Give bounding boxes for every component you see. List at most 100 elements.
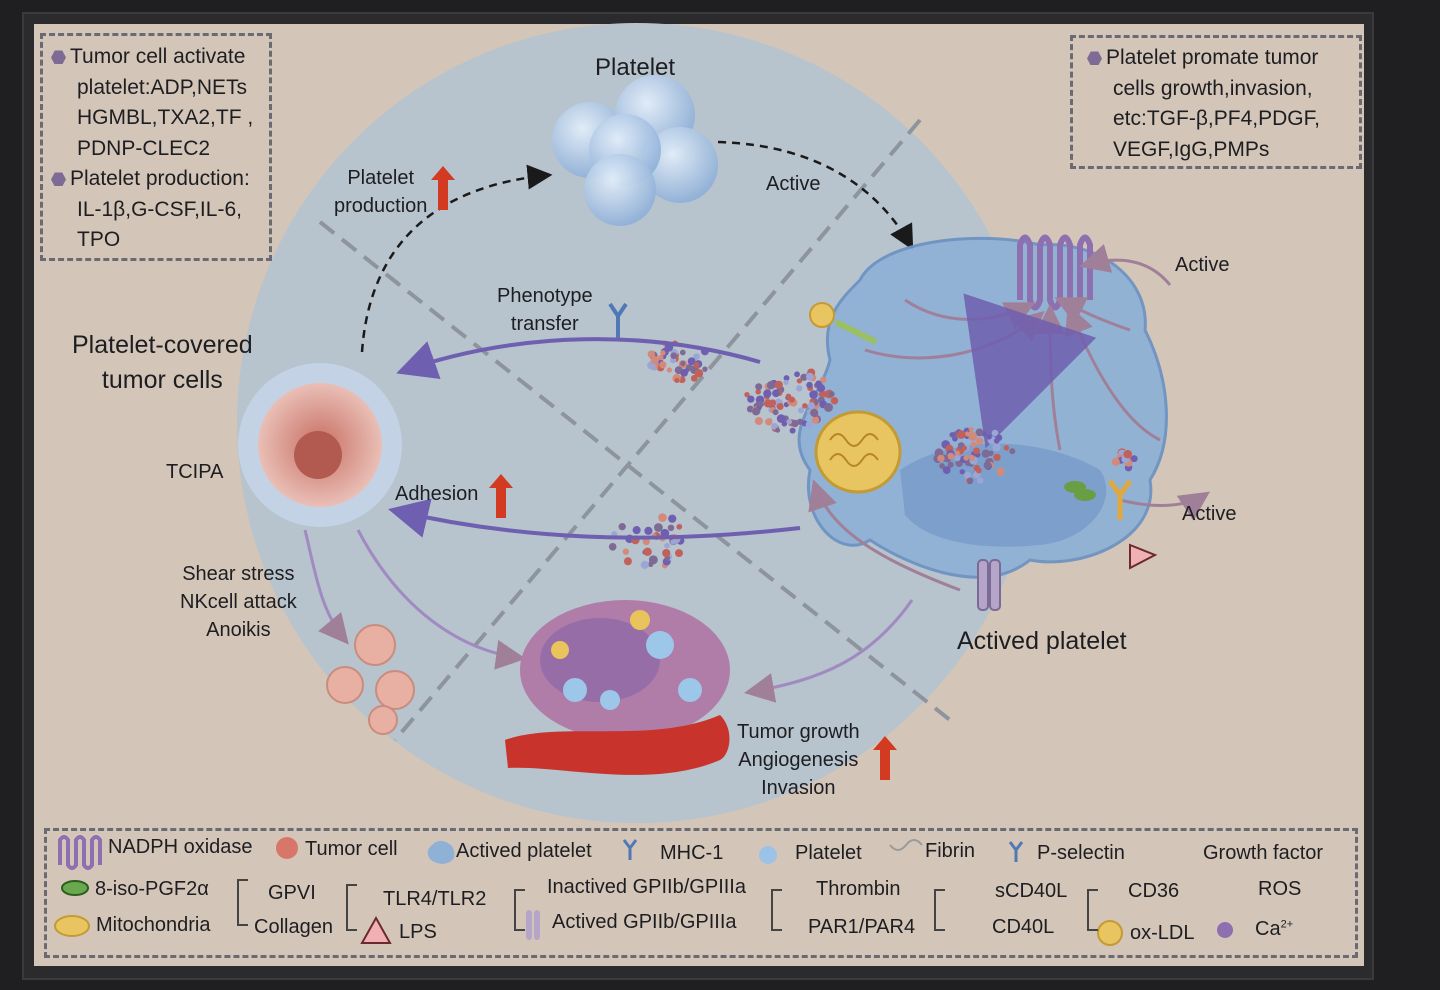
particle — [977, 477, 984, 484]
particle — [952, 435, 958, 442]
particle — [788, 396, 795, 403]
particle — [815, 380, 822, 387]
particle — [755, 383, 763, 391]
legend-cd36: CD36 — [1128, 880, 1180, 902]
lps-icon — [1129, 543, 1158, 570]
label-line: production — [334, 195, 428, 217]
label-line: tumor cells — [101, 366, 223, 394]
mitochondria — [814, 410, 902, 494]
legend-cd40l: CD40L — [992, 916, 1055, 938]
particle — [662, 548, 671, 558]
actived-platelet-label: Actived platelet — [957, 627, 1127, 655]
particle — [795, 385, 803, 392]
particle — [797, 407, 805, 414]
particle — [776, 402, 784, 411]
particle — [954, 455, 961, 462]
legend-par: PAR1/PAR4 — [808, 916, 916, 938]
particle — [632, 526, 641, 535]
increase-arrows — [431, 166, 897, 780]
legend-tumor-cell: Tumor cell — [305, 838, 398, 860]
box-line: VEGF,IgG,PMPs — [1113, 137, 1270, 161]
legend-box — [44, 828, 1358, 958]
particle — [666, 367, 673, 373]
particle — [810, 408, 819, 417]
legend-icons — [54, 835, 1233, 946]
particle — [690, 374, 698, 382]
legend-actived-platelet: Actived platelet — [456, 840, 592, 862]
particle — [783, 379, 789, 385]
active-arrow — [717, 140, 914, 251]
platelet-promote-box: Platelet promate tumor cells growth,inva… — [1070, 35, 1362, 169]
active-label-right-top: Active — [1175, 254, 1230, 276]
box-line: etc:TGF-β,PF4,PDGF, — [1113, 107, 1320, 130]
particle — [776, 414, 786, 423]
label-line: Platelet — [347, 167, 415, 189]
particle — [819, 376, 827, 384]
particle — [670, 352, 678, 359]
legend-growth-factor: Growth factor — [1203, 842, 1324, 864]
blood-vessel — [505, 715, 730, 775]
particle — [794, 371, 800, 378]
particle — [939, 463, 945, 469]
particle — [970, 441, 977, 448]
legend-inactive-gpiib: Inactived GPIIb/GPIIIa — [547, 876, 746, 898]
legend-p-selectin: P-selectin — [1037, 842, 1125, 864]
particle — [992, 443, 1001, 452]
particle — [747, 395, 755, 403]
particle — [659, 361, 667, 369]
label-line: NKcell attack — [180, 591, 297, 613]
active-label-right-bottom: Active — [1182, 503, 1237, 525]
legend-ox-ldl: ox-LDL — [1130, 922, 1195, 944]
particle — [755, 389, 761, 395]
particle — [800, 373, 808, 381]
particle — [650, 356, 659, 365]
particle — [828, 391, 835, 398]
particle — [988, 450, 994, 456]
shear-arrow — [303, 529, 349, 645]
legend-8-iso: 8-iso-PGF2α — [95, 878, 209, 900]
phenotype-transfer-label: Phenotype transfer — [497, 282, 593, 338]
particle — [660, 350, 666, 356]
particle — [981, 449, 990, 458]
particle — [702, 366, 708, 372]
particle — [644, 526, 653, 535]
active-label-top: Active — [766, 173, 821, 195]
particle — [623, 557, 632, 566]
shear-stress-label: Shear stress NKcell attack Anoikis — [180, 560, 297, 644]
production-arrow — [360, 164, 553, 353]
tumor-growth-label: Tumor growth Angiogenesis Invasion — [737, 718, 860, 802]
particle — [791, 419, 799, 428]
oxidative-dots — [1064, 481, 1096, 501]
activated-gpiib-icon — [977, 559, 1001, 611]
particle — [1130, 455, 1138, 463]
particle — [679, 349, 686, 356]
legend-nadph: NADPH oxidase — [108, 836, 253, 858]
particle — [975, 467, 982, 474]
label-line: Tumor growth — [737, 721, 860, 743]
particle — [786, 418, 792, 425]
box-line: platelet:ADP,NETs — [77, 75, 248, 99]
particle — [954, 450, 960, 457]
adhesion-arrow — [388, 498, 801, 540]
tumor-activation-box: Tumor cell activate platelet:ADP,NETs HG… — [40, 33, 272, 261]
label-line: Invasion — [761, 777, 836, 799]
particle — [674, 377, 680, 383]
particle — [986, 434, 992, 440]
particle — [1111, 457, 1120, 466]
divider-line — [393, 118, 922, 742]
hexagon-icon — [1087, 51, 1102, 66]
legend-calcium: Ca2+ — [1255, 918, 1293, 941]
platelet-title: Platelet — [595, 54, 676, 81]
legend-active-gpiib: Actived GPIIb/GPIIIa — [552, 911, 737, 933]
particle — [802, 403, 808, 409]
platelet-covered-tumor-cell — [238, 363, 402, 527]
particle — [763, 389, 772, 398]
particle — [675, 549, 683, 558]
particle — [670, 539, 676, 545]
particle — [771, 422, 778, 430]
legend-tlr: TLR4/TLR2 — [383, 888, 487, 910]
growth-factor-particles — [608, 340, 1138, 569]
particle — [754, 417, 763, 426]
particle — [961, 445, 968, 451]
